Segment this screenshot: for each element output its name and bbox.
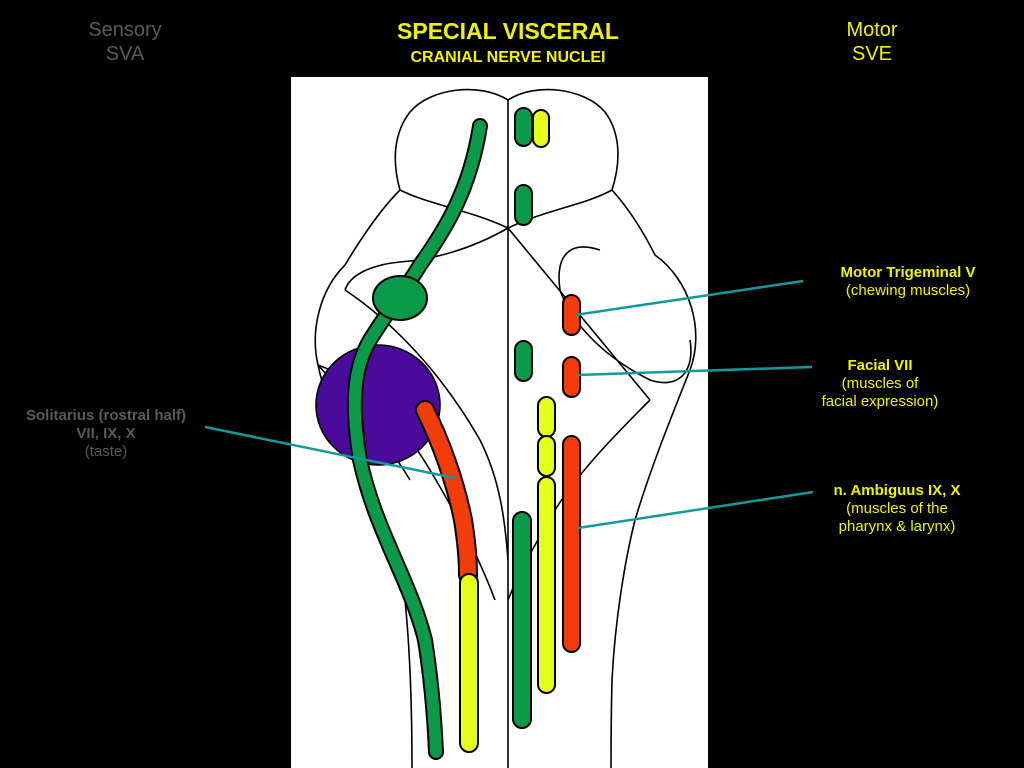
left-pons-line [344,227,509,291]
facial-note2: facial expression) [821,393,939,410]
motor-header-line1: Motor [846,19,898,41]
ambiguus-note1: (muscles of the [846,500,948,517]
motor-trigeminal-label: Motor Trigeminal V (chewing muscles) [808,264,1008,300]
solitarius-label: Solitarius (rostral half) VII, IX, X (ta… [6,407,206,461]
yellow-segment-1 [537,396,556,438]
solitarius-nucleus-purple [315,344,441,466]
right-upper-lobe [507,88,619,229]
facial-nucleus [562,356,581,398]
sensory-sva-header: Sensory SVA [55,18,195,66]
yellow-segment-2 [537,435,556,477]
motor-sve-header: Motor SVE [812,18,932,66]
facial-label: Facial VII (muscles of facial expression… [780,357,980,411]
solitarius-note: (taste) [84,443,128,460]
leader-line-facial [577,365,813,377]
solitarius-nerves: VII, IX, X [76,425,136,442]
geniculate-ganglion-green [372,275,428,321]
leader-line-ambiguus [577,490,814,530]
title-line1: SPECIAL VISCERAL [397,18,619,44]
ambiguus-label: n. Ambiguus IX, X (muscles of the pharyn… [797,482,997,536]
nucleus-ambiguus [562,435,581,653]
green-segment-1 [514,107,533,147]
ambiguus-note2: pharynx & larynx) [838,518,956,535]
green-segment-2 [514,184,533,226]
trigeminal-name: Motor Trigeminal V [840,264,976,281]
right-lobe-curve [558,246,692,384]
leader-line-solitarius [204,425,456,480]
green-segment-3 [514,340,533,382]
sensory-header-line1: Sensory [88,19,162,41]
yellow-segment-3 [537,476,556,694]
page-title: SPECIAL VISCERAL CRANIAL NERVE NUCLEI [330,18,686,67]
trigeminal-note: (chewing muscles) [845,282,971,299]
solitary-tract-fill [348,120,486,758]
motor-header-line2: SVE [851,43,893,65]
facial-name: Facial VII [847,357,913,374]
right-outer-border [610,189,697,768]
ambiguus-name: n. Ambiguus IX, X [833,482,961,499]
title-line2: CRANIAL NERVE NUCLEI [410,48,606,66]
sensory-header-line2: SVA [105,43,145,65]
yellow-segment-top [532,109,550,148]
solitarius-yellow-column [459,573,479,753]
brainstem-outline [314,88,697,768]
leader-line-trigeminal [574,279,804,317]
solitarius-red-fill [417,402,476,583]
solitarius-name: Solitarius (rostral half) [25,407,187,424]
facial-note1: (muscles of [841,375,919,392]
green-segment-4 [512,511,532,729]
